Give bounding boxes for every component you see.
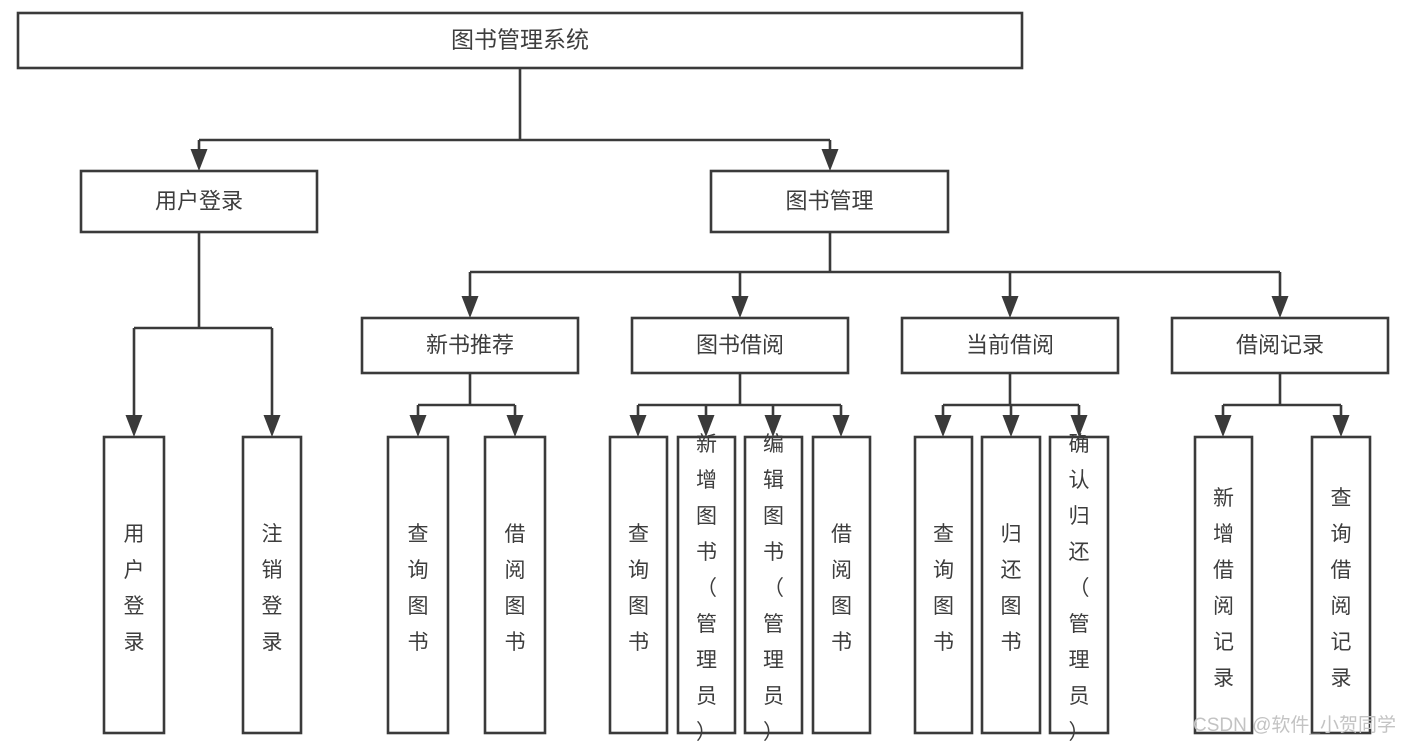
node-level3-3[interactable]: 借阅记录 (1170, 316, 1390, 375)
arrow-down-icon (263, 415, 281, 437)
node-leaf-12-rect (1310, 435, 1372, 735)
node-leaf-0[interactable]: 用户登录 (102, 435, 166, 735)
node-leaf-9-label: 归还图书 (1001, 523, 1022, 654)
arrow-down-icon (934, 415, 952, 437)
node-leaf-2-label: 查询图书 (408, 523, 429, 654)
node-level3-1-rect (630, 316, 850, 375)
node-leaf-4[interactable]: 查询图书 (608, 435, 669, 735)
node-level3-0-rect (360, 316, 580, 375)
arrow-down-icon (1002, 415, 1020, 437)
node-level3-2-label: 当前借阅 (966, 332, 1054, 357)
arrow-down-icon (731, 296, 749, 318)
node-leaf-11-rect (1193, 435, 1254, 735)
node-leaf-8[interactable]: 查询图书 (913, 435, 974, 735)
node-leaf-1[interactable]: 注销登录 (241, 435, 303, 735)
arrow-down-icon (125, 415, 143, 437)
node-leaf-6-label: 编辑图书（管理员） (763, 433, 784, 744)
node-level2-0[interactable]: 用户登录 (79, 169, 319, 234)
node-leaf-8-rect (913, 435, 974, 735)
node-leaf-3-label: 借阅图书 (505, 523, 526, 654)
node-leaf-1-label: 注销登录 (262, 523, 283, 654)
node-level3-2-rect (900, 316, 1120, 375)
csdn-watermark: CSDN @软件_小贺同学 (1193, 714, 1396, 736)
arrow-down-icon (1001, 296, 1019, 318)
node-leaf-10-label: 确认归还（管理员） (1069, 433, 1090, 744)
node-level2-1[interactable]: 图书管理 (709, 169, 950, 234)
node-leaf-9-rect (980, 435, 1042, 735)
arrow-down-icon (461, 296, 479, 318)
node-leaf-10[interactable]: 确认归还（管理员） (1048, 433, 1110, 744)
node-leaf-11[interactable]: 新增借阅记录 (1193, 435, 1254, 735)
arrow-down-icon (1271, 296, 1289, 318)
node-leaf-8-label: 查询图书 (933, 523, 954, 654)
arrow-down-icon (821, 149, 839, 171)
node-level2-0-rect (79, 169, 319, 234)
node-level2-1-rect (709, 169, 950, 234)
node-level3-0-label: 新书推荐 (426, 332, 514, 357)
node-leaf-3[interactable]: 借阅图书 (483, 435, 547, 735)
node-leaf-6[interactable]: 编辑图书（管理员） (743, 433, 804, 744)
node-leaf-10-rect (1048, 435, 1110, 735)
node-level2-0-label: 用户登录 (155, 188, 243, 213)
arrow-down-icon (629, 415, 647, 437)
node-leaf-12-label: 查询借阅记录 (1331, 487, 1352, 690)
node-leaf-4-label: 查询图书 (628, 523, 649, 654)
connector-edges (125, 68, 1350, 437)
node-leaf-5-rect (676, 435, 737, 735)
arrow-down-icon (1332, 415, 1350, 437)
arrow-down-icon (190, 149, 208, 171)
node-level3-3-label: 借阅记录 (1236, 332, 1324, 357)
node-boxes: 图书管理系统用户登录图书管理新书推荐图书借阅当前借阅借阅记录用户登录注销登录查询… (16, 11, 1390, 744)
node-leaf-1-rect (241, 435, 303, 735)
node-level3-1[interactable]: 图书借阅 (630, 316, 850, 375)
arrow-down-icon (1070, 415, 1088, 437)
node-root-图书管理系统-rect (16, 11, 1024, 70)
node-leaf-11-label: 新增借阅记录 (1213, 487, 1234, 690)
arrow-down-icon (1214, 415, 1232, 437)
arrow-down-icon (764, 415, 782, 437)
node-leaf-7[interactable]: 借阅图书 (811, 435, 872, 735)
arrow-down-icon (409, 415, 427, 437)
arrow-down-icon (506, 415, 524, 437)
node-leaf-4-rect (608, 435, 669, 735)
node-level3-0[interactable]: 新书推荐 (360, 316, 580, 375)
arrow-down-icon (697, 415, 715, 437)
node-leaf-2-rect (386, 435, 450, 735)
node-level3-1-label: 图书借阅 (696, 332, 784, 357)
arrow-down-icon (832, 415, 850, 437)
node-leaf-0-rect (102, 435, 166, 735)
node-leaf-0-label: 用户登录 (124, 523, 145, 654)
node-leaf-9[interactable]: 归还图书 (980, 435, 1042, 735)
node-level2-1-label: 图书管理 (785, 188, 873, 213)
node-leaf-2[interactable]: 查询图书 (386, 435, 450, 735)
node-root-图书管理系统[interactable]: 图书管理系统 (16, 11, 1024, 70)
node-leaf-6-rect (743, 435, 804, 735)
node-leaf-3-rect (483, 435, 547, 735)
node-root-图书管理系统-label: 图书管理系统 (451, 27, 589, 53)
node-level3-2[interactable]: 当前借阅 (900, 316, 1120, 375)
node-leaf-5-label: 新增图书（管理员） (696, 433, 717, 744)
node-level3-3-rect (1170, 316, 1390, 375)
node-leaf-7-rect (811, 435, 872, 735)
node-leaf-12[interactable]: 查询借阅记录 (1310, 435, 1372, 735)
node-leaf-5[interactable]: 新增图书（管理员） (676, 433, 737, 744)
node-leaf-7-label: 借阅图书 (831, 523, 852, 654)
